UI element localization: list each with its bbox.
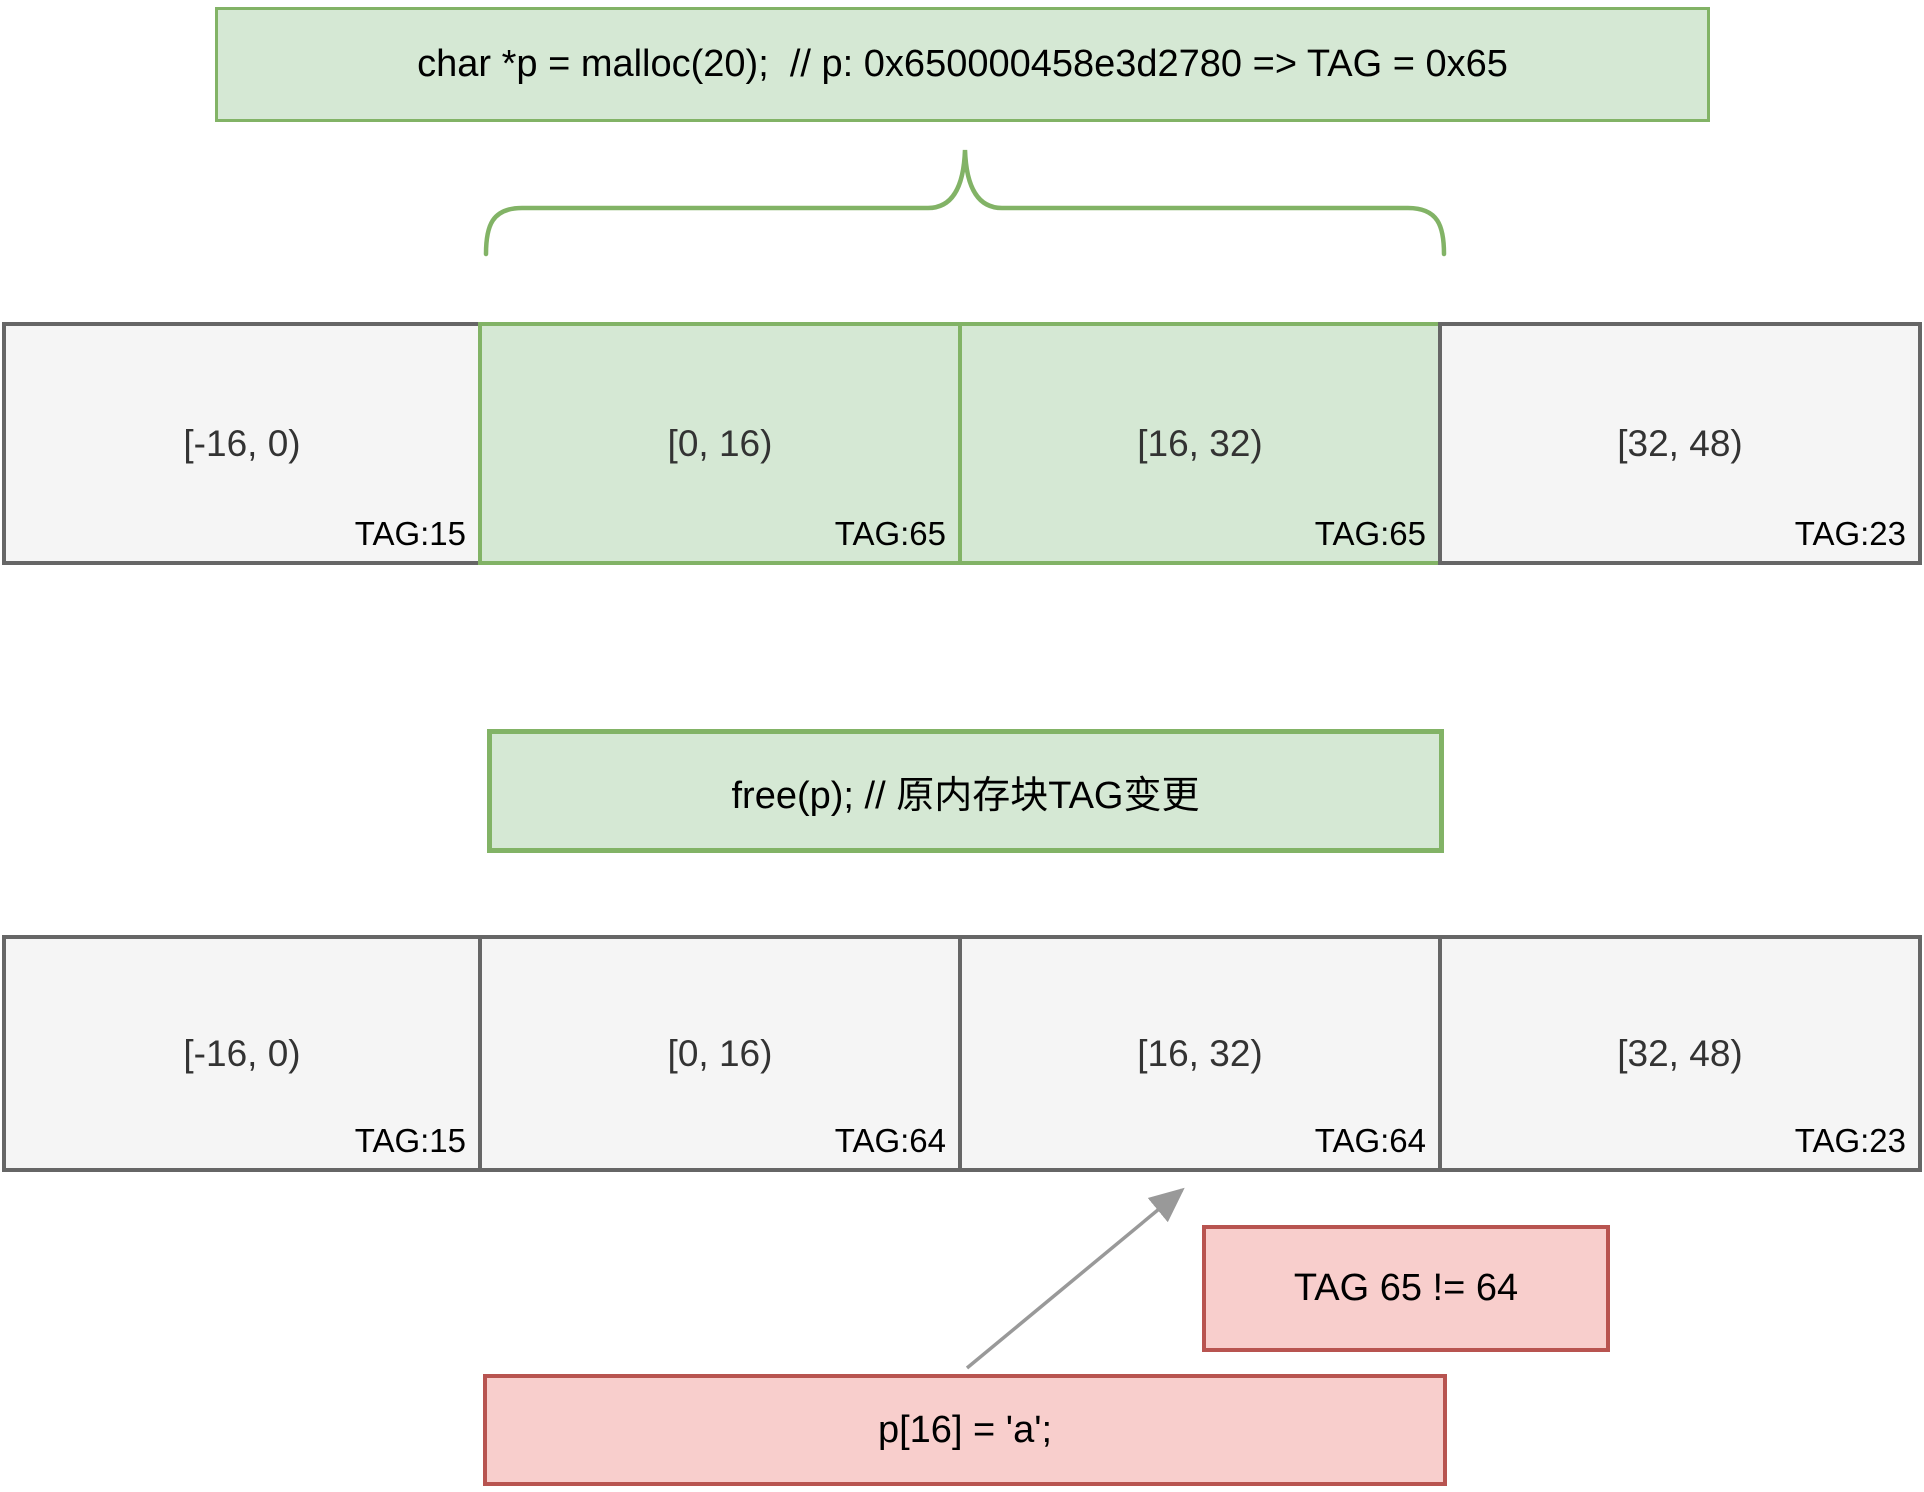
block-range: [32, 48) (1617, 1032, 1743, 1074)
block-tag: TAG:64 (834, 1122, 946, 1159)
block-range: [32, 48) (1617, 422, 1743, 464)
block-range: [-16, 0) (183, 422, 301, 464)
block-tag: TAG:15 (354, 515, 466, 552)
memory-block: [-16, 0) TAG:15 (2, 935, 482, 1172)
allocation-brace (483, 149, 1447, 257)
block-tag: TAG:64 (1314, 1122, 1426, 1159)
block-range: [16, 32) (1137, 422, 1263, 464)
memory-row-after-free: [-16, 0) TAG:15 [0, 16) TAG:64 [16, 32) … (2, 935, 1922, 1172)
memory-row-after-malloc: [-16, 0) TAG:15 [0, 16) TAG:65 [16, 32) … (2, 322, 1922, 565)
memory-block: [32, 48) TAG:23 (1438, 322, 1922, 565)
block-range: [0, 16) (667, 422, 773, 464)
block-range: [-16, 0) (183, 1032, 301, 1074)
memory-block: [16, 32) TAG:64 (958, 935, 1442, 1172)
tag-mismatch-box: TAG 65 != 64 (1202, 1225, 1610, 1352)
memory-block: [0, 16) TAG:64 (478, 935, 962, 1172)
free-code-box: free(p); // 原内存块TAG变更 (487, 729, 1444, 853)
block-tag: TAG:23 (1794, 515, 1906, 552)
block-range: [16, 32) (1137, 1032, 1263, 1074)
free-code-text: free(p); // 原内存块TAG变更 (731, 774, 1200, 817)
memory-block: [-16, 0) TAG:15 (2, 322, 482, 565)
mismatch-arrow (965, 1187, 1185, 1370)
tag-mismatch-text: TAG 65 != 64 (1293, 1267, 1519, 1309)
memory-block: [16, 32) TAG:65 (958, 322, 1442, 565)
write-code-box: p[16] = 'a'; (483, 1374, 1447, 1486)
block-tag: TAG:65 (1314, 515, 1426, 552)
block-range: [0, 16) (667, 1032, 773, 1074)
block-tag: TAG:23 (1794, 1122, 1906, 1159)
write-code-text: p[16] = 'a'; (877, 1408, 1053, 1451)
block-tag: TAG:15 (354, 1122, 466, 1159)
block-tag: TAG:65 (834, 515, 946, 552)
malloc-code-text: char *p = malloc(20); // p: 0x650000458e… (417, 43, 1508, 85)
memory-block: [0, 16) TAG:65 (478, 322, 962, 565)
memory-block: [32, 48) TAG:23 (1438, 935, 1922, 1172)
malloc-code-box: char *p = malloc(20); // p: 0x650000458e… (215, 7, 1710, 122)
